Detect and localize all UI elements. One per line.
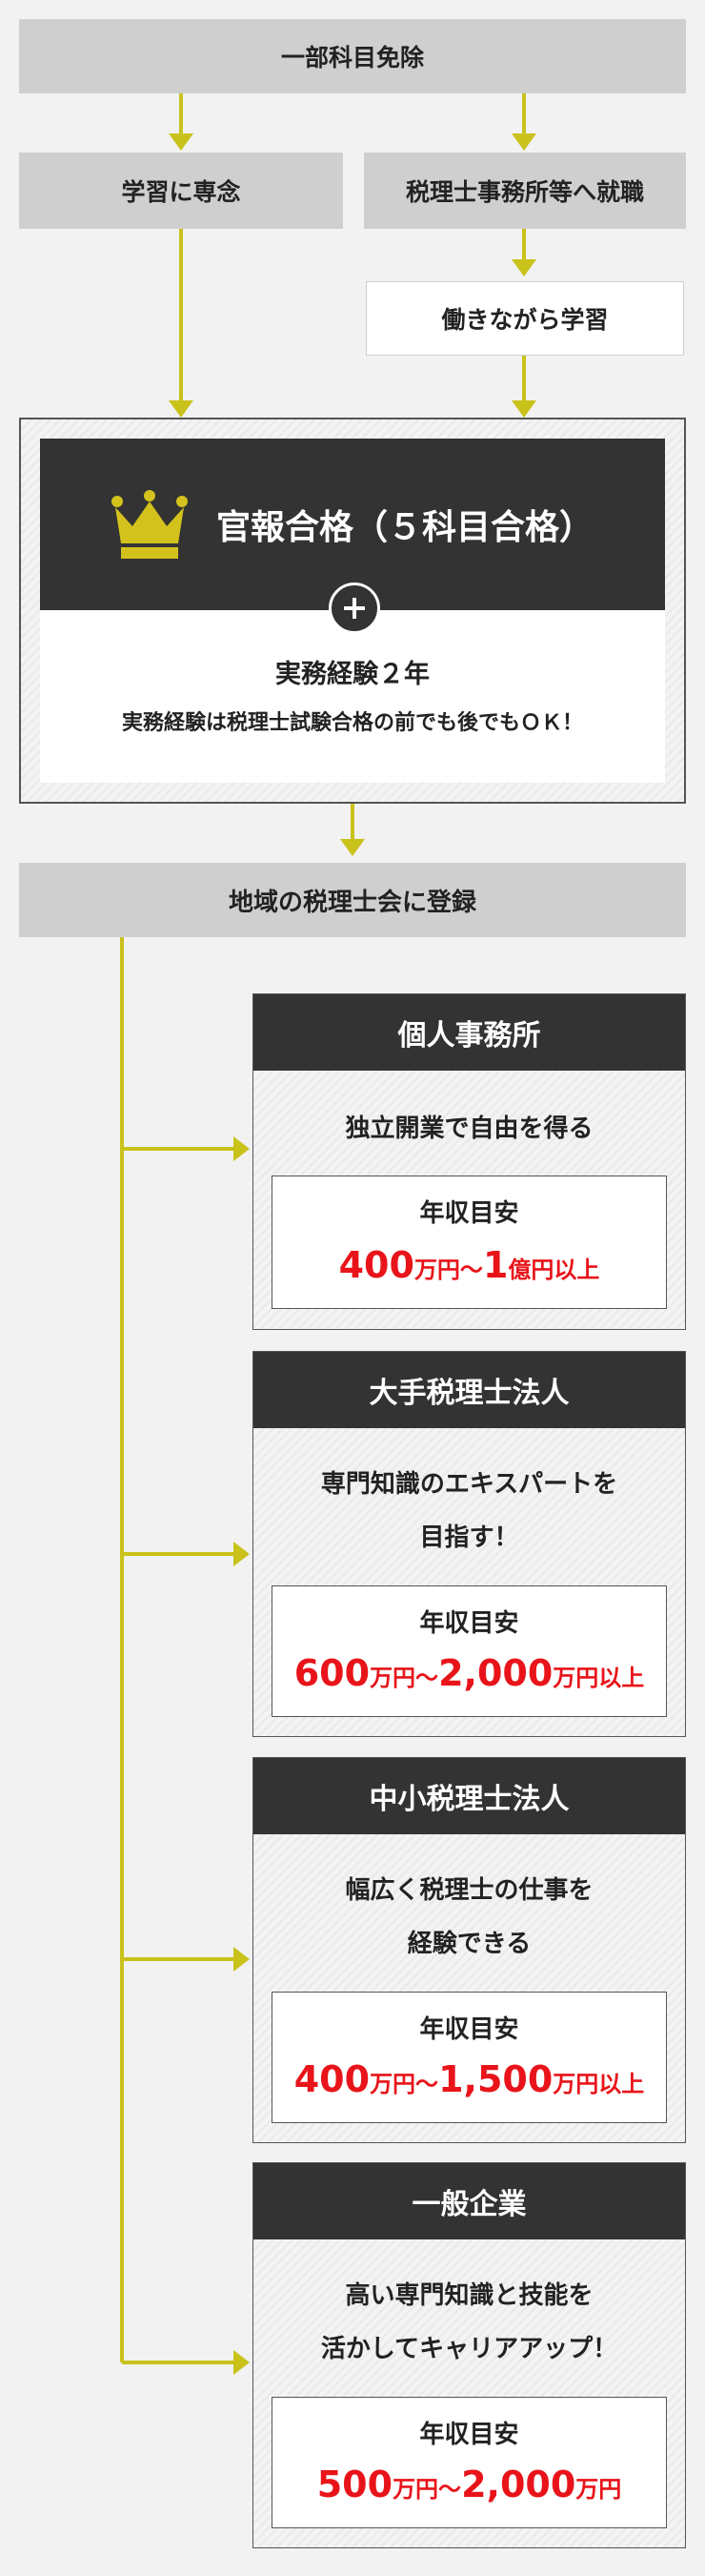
- income-box: 年収目安 600万円～2,000万円以上: [272, 1585, 667, 1717]
- income-box: 年収目安 400万円～1億円以上: [272, 1176, 667, 1309]
- register-label: 地域の税理士会に登録: [228, 888, 476, 917]
- career-card: 大手税理士法人 専門知識のエキスパートを 目指す！ 年収目安 600万円～2,0…: [252, 1351, 686, 1737]
- career-title: 一般企業: [253, 2163, 685, 2239]
- income-box: 年収目安 400万円～1,500万円以上: [272, 1992, 667, 2123]
- work-study-label: 働きながら学習: [441, 306, 609, 334]
- income-range: 400万円～1億円以上: [272, 1244, 666, 1286]
- career-desc: 独立開業で自由を得る: [345, 1114, 594, 1143]
- career-desc: 幅広く税理士の仕事を: [345, 1876, 594, 1905]
- income-unit-min: 万円～: [413, 1257, 483, 1283]
- study-box: 学習に専念: [19, 153, 343, 229]
- income-unit-max: 億円以上: [508, 1257, 600, 1283]
- career-title: 中小税理士法人: [253, 1758, 685, 1834]
- pass-box: 官報合格（５科目合格） 実務経験２年 実務経験は税理士試験合格の前でも後でもＯＫ…: [19, 418, 686, 804]
- income-label: 年収目安: [419, 2015, 519, 2044]
- income-min: 400: [293, 2058, 371, 2100]
- income-unit-min: 万円～: [393, 2476, 462, 2503]
- income-range: 400万円～1,500万円以上: [272, 2058, 666, 2100]
- study-label: 学習に専念: [121, 178, 241, 206]
- register-box: 地域の税理士会に登録: [19, 863, 686, 937]
- experience-title: 実務経験２年: [275, 660, 430, 689]
- career-title: 個人事務所: [253, 994, 685, 1071]
- income-unit-min: 万円～: [370, 1665, 439, 1691]
- pass-title: 官報合格（５科目合格）: [215, 508, 594, 547]
- income-unit-max: 万円以上: [553, 2071, 645, 2097]
- income-min: 400: [338, 1244, 414, 1286]
- income-max: 2,000: [438, 1652, 554, 1694]
- work-study-box: 働きながら学習: [366, 281, 684, 356]
- career-desc: 高い専門知識と技能を: [345, 2281, 594, 2310]
- income-unit-max: 万円: [575, 2476, 622, 2503]
- career-card: 中小税理士法人 幅広く税理士の仕事を 経験できる 年収目安 400万円～1,50…: [252, 1757, 686, 2143]
- career-card: 一般企業 高い専門知識と技能を 活かしてキャリアアップ！ 年収目安 500万円～…: [252, 2162, 686, 2548]
- experience-note: 実務経験は税理士試験合格の前でも後でもＯＫ！: [121, 711, 583, 735]
- income-unit-max: 万円以上: [553, 1665, 645, 1691]
- income-max: 1: [482, 1244, 509, 1286]
- career-desc: 経験できる: [407, 1930, 532, 1958]
- income-min: 600: [293, 1652, 371, 1694]
- income-min: 500: [316, 2464, 393, 2505]
- pass-header: 官報合格（５科目合格）: [40, 439, 665, 610]
- work-label: 税理士事務所等へ就職: [405, 178, 644, 206]
- income-range: 500万円～2,000万円: [272, 2464, 666, 2505]
- exemption-box: 一部科目免除: [19, 19, 686, 93]
- career-desc: 活かしてキャリアアップ！: [320, 2335, 618, 2363]
- income-range: 600万円～2,000万円以上: [272, 1652, 666, 1694]
- career-card: 個人事務所 独立開業で自由を得る 年収目安 400万円～1億円以上: [252, 993, 686, 1330]
- income-label: 年収目安: [419, 1199, 519, 1228]
- income-label: 年収目安: [419, 1609, 519, 1638]
- plus-circle-icon: [329, 583, 380, 634]
- career-desc: 目指す！: [419, 1523, 519, 1552]
- career-desc: 専門知識のエキスパートを: [320, 1470, 618, 1499]
- income-box: 年収目安 500万円～2,000万円: [272, 2397, 667, 2528]
- income-unit-min: 万円～: [370, 2071, 439, 2097]
- income-label: 年収目安: [419, 2421, 519, 2449]
- income-max: 1,500: [438, 2058, 554, 2100]
- crown-icon: [111, 488, 188, 561]
- work-box: 税理士事務所等へ就職: [364, 153, 686, 229]
- career-title: 大手税理士法人: [253, 1352, 685, 1428]
- income-max: 2,000: [461, 2464, 576, 2505]
- exemption-label: 一部科目免除: [280, 44, 424, 72]
